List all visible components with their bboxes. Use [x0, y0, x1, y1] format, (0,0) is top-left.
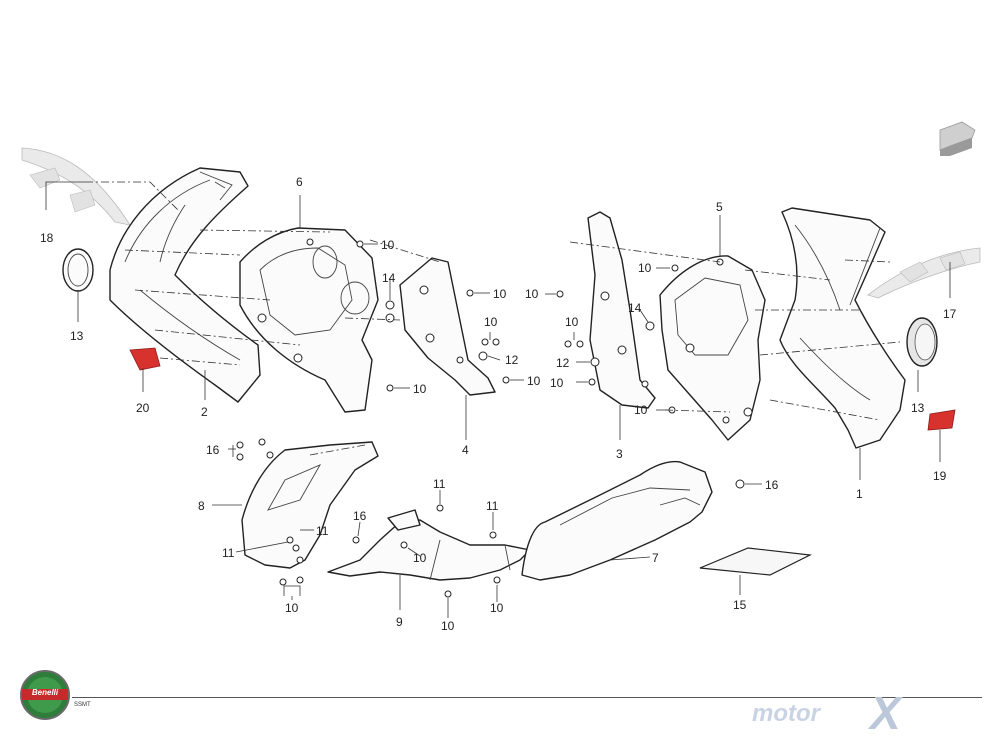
sticker-pad — [699, 547, 813, 576]
label-17: 17 — [943, 307, 957, 321]
belly-pan — [521, 460, 713, 581]
right-front-cowl — [779, 207, 906, 449]
label-13-right: 13 — [911, 401, 925, 415]
direction-arrow-icon — [939, 121, 976, 156]
label-5: 5 — [716, 200, 723, 214]
label-18: 18 — [40, 231, 54, 245]
label-10-h: 10 — [550, 376, 564, 390]
label-10-b: 10 — [493, 287, 507, 301]
label-12-left: 12 — [505, 353, 519, 367]
stripe-decal-left — [21, 147, 131, 226]
label-15: 15 — [733, 598, 747, 612]
fastener-screws — [236, 240, 745, 598]
label-11-b: 11 — [222, 546, 235, 560]
alignment-lines — [85, 181, 901, 456]
red-badge-left — [129, 347, 161, 371]
label-11-c: 11 — [433, 477, 446, 491]
label-10-g: 10 — [565, 315, 579, 329]
watermark-brand: motor — [752, 700, 820, 727]
label-1: 1 — [856, 487, 863, 501]
reflector-left — [62, 248, 94, 292]
footer-code: SSMT — [74, 702, 91, 708]
label-10-m: 10 — [441, 619, 455, 633]
label-6: 6 — [296, 175, 303, 189]
watermark-x: X — [870, 687, 901, 739]
label-3: 3 — [616, 447, 623, 461]
label-11-d: 11 — [486, 499, 499, 513]
label-16-left: 16 — [206, 443, 220, 457]
label-10-a: 10 — [381, 238, 395, 252]
label-10-d: 10 — [527, 374, 541, 388]
label-14-left: 14 — [382, 271, 396, 285]
label-7: 7 — [652, 551, 659, 565]
label-10-c: 10 — [484, 315, 498, 329]
label-16-mid: 16 — [353, 509, 367, 523]
red-badge-right — [927, 409, 956, 431]
left-inner-panel — [239, 227, 379, 413]
label-2: 2 — [201, 405, 208, 419]
reflector-right — [906, 317, 938, 367]
label-10-e: 10 — [413, 382, 427, 396]
right-bracket-plate — [587, 211, 656, 409]
left-front-cowl — [109, 167, 261, 403]
benelli-logo: Benelli — [20, 670, 70, 720]
label-20: 20 — [136, 401, 150, 415]
label-10-f: 10 — [525, 287, 539, 301]
label-10-j: 10 — [634, 403, 648, 417]
label-10-n: 10 — [490, 601, 504, 615]
label-10-i: 10 — [638, 261, 652, 275]
label-19: 19 — [933, 469, 947, 483]
stripe-decal-right — [867, 247, 981, 299]
label-4: 4 — [462, 443, 469, 457]
label-9: 9 — [396, 615, 403, 629]
label-10-k: 10 — [285, 601, 299, 615]
label-12-right: 12 — [556, 356, 570, 370]
lower-belly-bracket — [327, 509, 531, 581]
label-11-a: 11 — [316, 524, 329, 538]
label-13-left: 13 — [70, 329, 84, 343]
logo-text: Benelli — [31, 688, 59, 697]
label-16-right: 16 — [765, 478, 779, 492]
right-inner-panel — [659, 255, 766, 441]
leader-lines — [45, 181, 951, 618]
left-lower-cover — [241, 441, 379, 569]
label-10-l: 10 — [413, 551, 427, 565]
part-number-labels: 18 13 20 2 6 10 14 10 10 12 10 10 4 10 1… — [40, 175, 957, 633]
left-bracket-plate — [399, 257, 496, 396]
footer-divider — [72, 697, 982, 698]
label-14-right: 14 — [628, 301, 642, 315]
label-8: 8 — [198, 499, 205, 513]
